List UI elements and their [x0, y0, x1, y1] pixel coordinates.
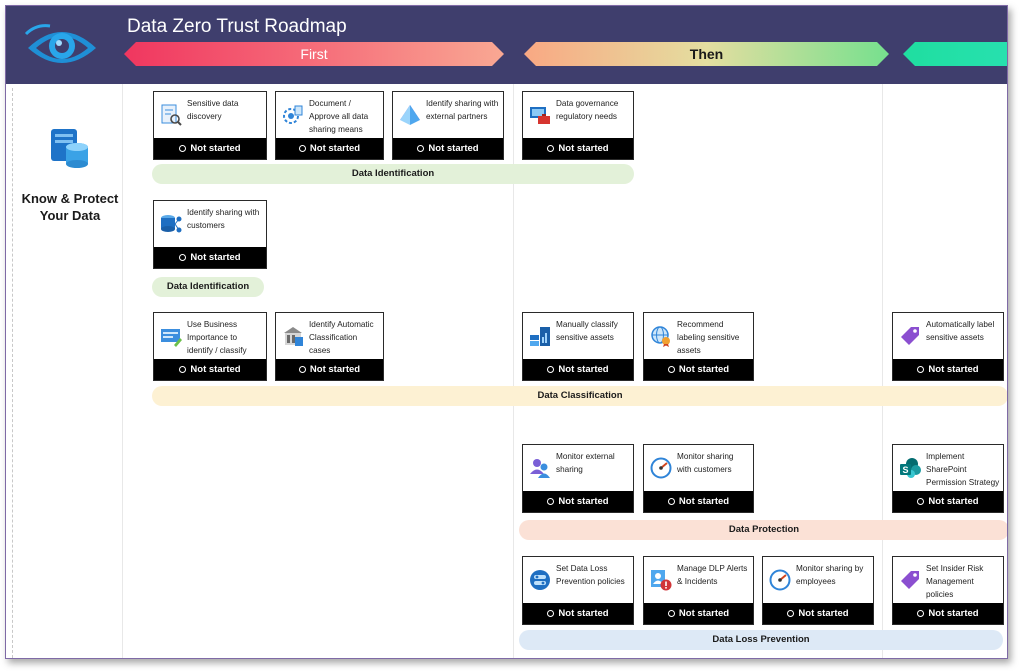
pyramid-icon	[400, 105, 420, 125]
card-auto-label[interactable]: Automatically label sensitive assets Not…	[892, 312, 1004, 381]
band-data-identification: Data Identification	[152, 164, 634, 184]
status-badge: Not started	[154, 138, 266, 159]
status-badge: Not started	[644, 603, 753, 624]
status-badge: Not started	[523, 359, 633, 380]
divider	[122, 84, 123, 658]
gauge-icon	[769, 569, 791, 591]
card-monitor-customers[interactable]: Monitor sharing with customers Not start…	[643, 444, 754, 513]
pillar-label: Know & Protect Your Data	[21, 191, 119, 223]
users-icon	[530, 459, 550, 478]
svg-text:S: S	[902, 465, 908, 475]
gauge-icon	[650, 457, 672, 479]
divider	[513, 84, 514, 658]
card-label: Automatically label sensitive assets	[926, 320, 995, 342]
card-label: Identify sharing with external partners	[426, 99, 499, 121]
alert-icon	[651, 570, 672, 591]
phase-then: Then	[524, 42, 889, 66]
card-dlp-alerts[interactable]: Manage DLP Alerts & Incidents Not starte…	[643, 556, 754, 625]
status-badge: Not started	[893, 359, 1003, 380]
tag-icon	[901, 571, 919, 589]
roadmap-frame: Data Zero Trust Roadmap First Then Know …	[5, 5, 1008, 659]
card-label: Data governance regulatory needs	[556, 99, 619, 121]
card-sharing-customers[interactable]: Identify sharing with customers Not star…	[153, 200, 267, 269]
band-data-protection: Data Protection	[519, 520, 1007, 540]
form-edit-icon	[161, 329, 182, 347]
status-badge: Not started	[763, 603, 873, 624]
divider	[882, 84, 883, 658]
database-icon	[51, 129, 88, 168]
document-search-icon	[161, 104, 182, 126]
status-badge: Not started	[523, 603, 633, 624]
header: Data Zero Trust Roadmap First Then	[6, 6, 1007, 84]
status-badge: Not started	[523, 138, 633, 159]
eye-logo-icon	[24, 24, 96, 63]
card-external-partners[interactable]: Identify sharing with external partners …	[392, 91, 504, 160]
status-badge: Not started	[644, 491, 753, 512]
card-monitor-external[interactable]: Monitor external sharing Not started	[522, 444, 634, 513]
card-manually-classify[interactable]: Manually classify sensitive assets Not s…	[522, 312, 634, 381]
card-label: Set Data Loss Prevention policies	[556, 564, 625, 586]
status-badge: Not started	[644, 359, 753, 380]
gear-document-icon	[283, 105, 303, 124]
database-share-icon	[161, 215, 182, 233]
card-label: Monitor external sharing	[556, 452, 615, 474]
card-label: Recommend labeling sensitive assets	[677, 320, 740, 355]
card-label: Monitor sharing by employees	[796, 564, 864, 586]
card-label: Set Insider Risk Management policies	[926, 564, 984, 599]
sharepoint-icon: S	[900, 458, 921, 478]
status-badge: Not started	[276, 359, 383, 380]
card-label: Sensitive data discovery	[187, 99, 239, 121]
briefcase-monitor-icon	[530, 107, 550, 124]
card-label: Identify sharing with customers	[187, 208, 260, 230]
card-label: Manage DLP Alerts & Incidents	[677, 564, 748, 586]
building-icon	[284, 327, 303, 346]
card-insider-risk[interactable]: Set Insider Risk Management policies Not…	[892, 556, 1004, 625]
status-badge: Not started	[154, 247, 266, 268]
card-recommend-labeling[interactable]: Recommend labeling sensitive assets Not …	[643, 312, 754, 381]
dlp-policy-icon	[530, 570, 550, 590]
chart-grid-icon	[530, 327, 550, 346]
tag-icon	[901, 327, 919, 345]
phase-next	[903, 42, 1007, 66]
status-badge: Not started	[893, 603, 1003, 624]
band-data-identification: Data Identification	[152, 277, 264, 297]
card-dlp-policies[interactable]: Set Data Loss Prevention policies Not st…	[522, 556, 634, 625]
status-badge: Not started	[276, 138, 383, 159]
card-label: Use Business Importance to identify / cl…	[187, 320, 247, 355]
status-badge: Not started	[893, 491, 1003, 512]
card-business-importance[interactable]: Use Business Importance to identify / cl…	[153, 312, 267, 381]
card-label: Document / Approve all data sharing mean…	[309, 99, 369, 134]
card-monitor-employees[interactable]: Monitor sharing by employees Not started	[762, 556, 874, 625]
page-title: Data Zero Trust Roadmap	[127, 16, 347, 37]
card-automatic-classification[interactable]: Identify Automatic Classification cases …	[275, 312, 384, 381]
status-badge: Not started	[154, 359, 266, 380]
card-sensitive-data-discovery[interactable]: Sensitive data discovery Not started	[153, 91, 267, 160]
status-badge: Not started	[393, 138, 503, 159]
card-label: Implement SharePoint Permission Strategy	[926, 452, 1000, 487]
card-label: Manually classify sensitive assets	[556, 320, 618, 342]
card-governance-regulatory[interactable]: Data governance regulatory needs Not sta…	[522, 91, 634, 160]
card-label: Monitor sharing with customers	[677, 452, 734, 474]
band-data-loss-prevention: Data Loss Prevention	[519, 630, 1003, 650]
card-sharepoint-strategy[interactable]: S Implement SharePoint Permission Strate…	[892, 444, 1004, 513]
band-data-classification: Data Classification	[152, 386, 1007, 406]
phase-first: First	[124, 42, 504, 66]
globe-badge-icon	[651, 326, 670, 347]
card-approve-data-sharing[interactable]: Document / Approve all data sharing mean…	[275, 91, 384, 160]
card-label: Identify Automatic Classification cases	[309, 320, 374, 355]
divider	[12, 88, 13, 658]
status-badge: Not started	[523, 491, 633, 512]
